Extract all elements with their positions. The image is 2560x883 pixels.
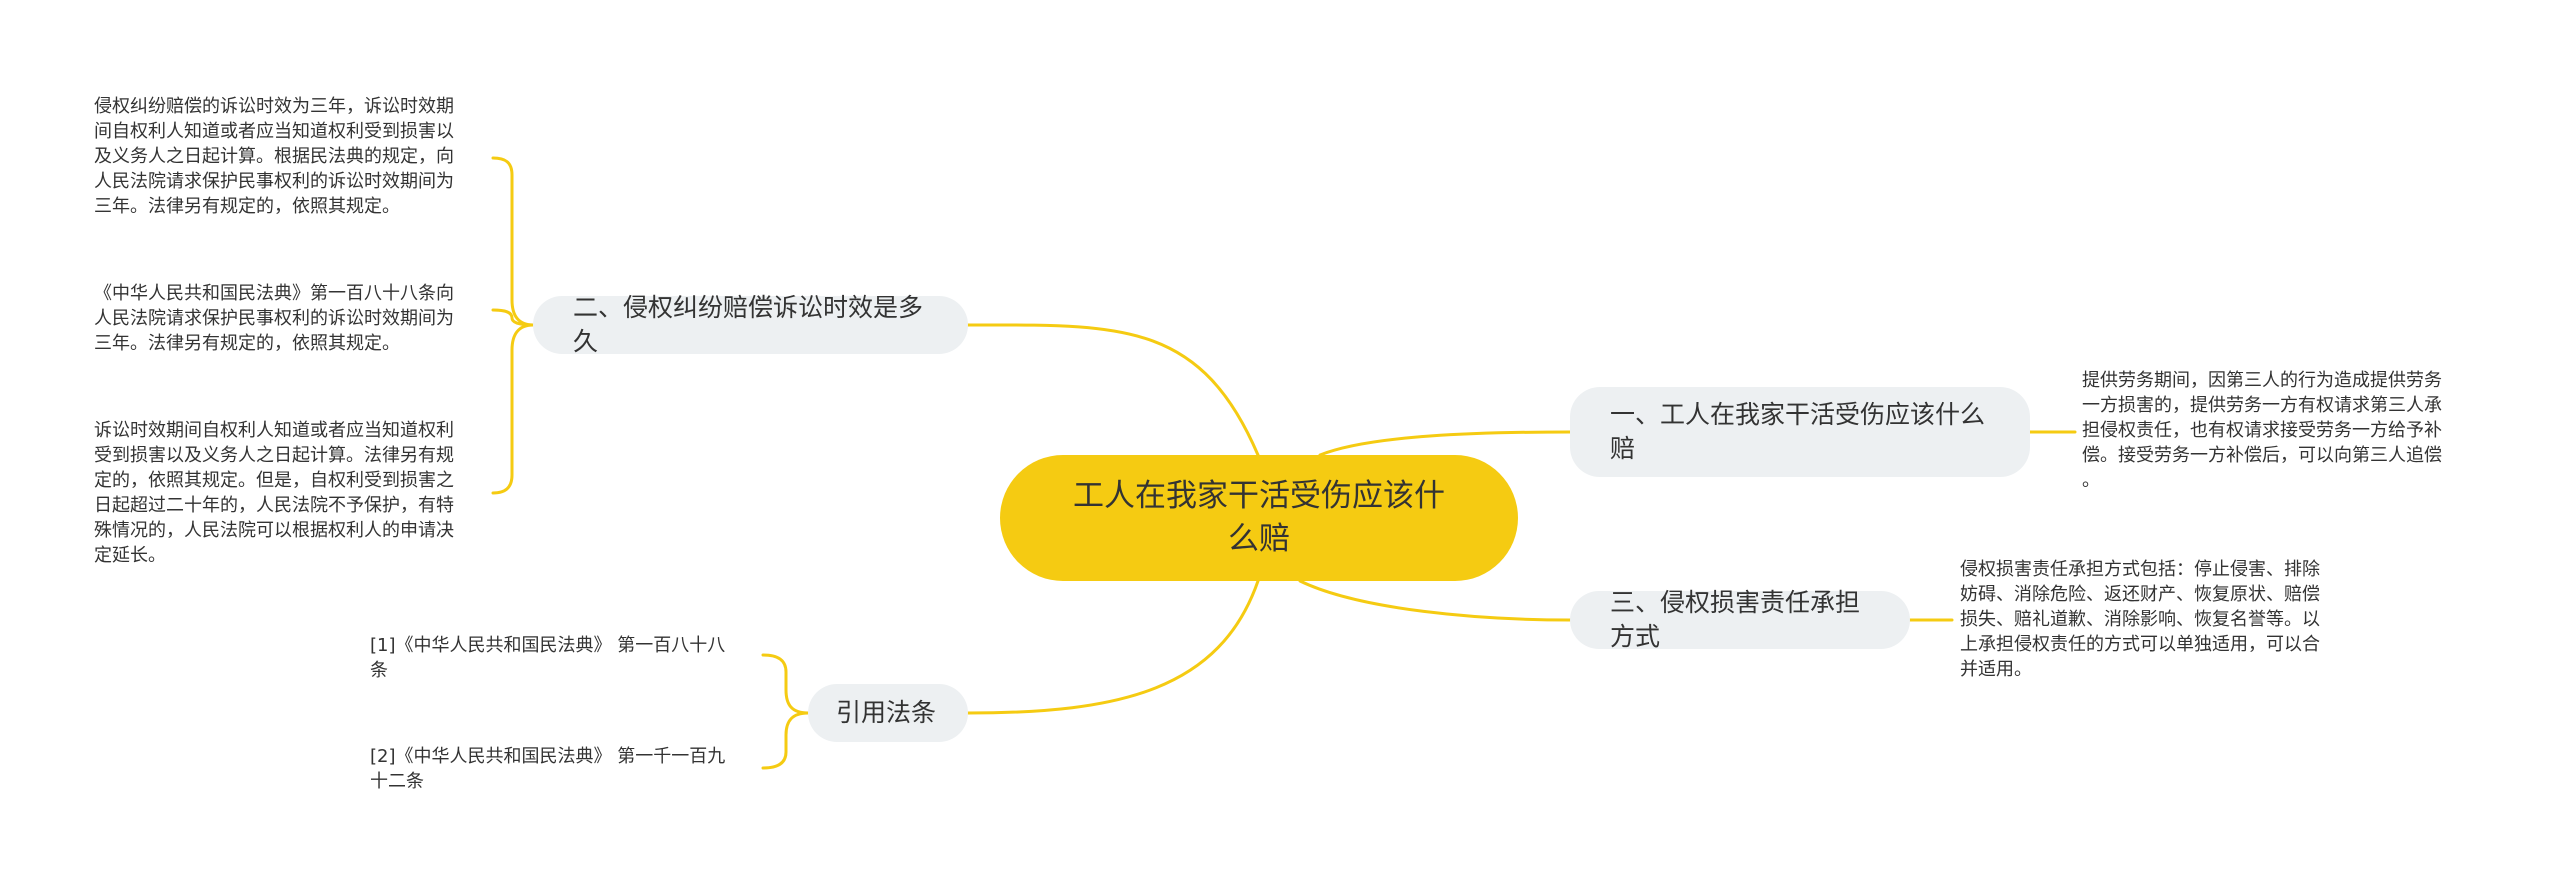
branch-node-3[interactable]: 三、侵权损害责任承担方式: [1570, 588, 1910, 651]
branch-node-2[interactable]: 二、侵权纠纷赔偿诉讼时效是多久: [533, 293, 968, 356]
leaf-b2-text-1: 侵权纠纷赔偿的诉讼时效为三年，诉讼时效期 间自权利人知道或者应当知道权利受到损害…: [94, 96, 454, 217]
leaf-b4-ref-1: [1]《中华人民共和国民法典》 第一百八十八 条: [370, 635, 726, 681]
connector-b2-bracket: [491, 156, 535, 327]
connector-root-b2: [966, 323, 1260, 457]
root-title: 工人在我家干活受伤应该什么赔: [1073, 478, 1445, 557]
connector-b4-bracket-up: [761, 653, 810, 715]
connector-b2-bracket-low: [491, 323, 535, 495]
branch-2-label: 二、侵权纠纷赔偿诉讼时效是多久: [573, 293, 924, 356]
branch-3-label: 三、侵权损害责任承担方式: [1610, 588, 1861, 651]
connector-root-b4: [966, 579, 1260, 715]
connector-b2-bracket-mid: [491, 308, 535, 327]
leaf-b1-text: 提供劳务期间，因第三人的行为造成提供劳务 一方损害的，提供劳务一方有权请求第三人…: [2082, 370, 2442, 491]
leaf-b2-text-2: 《中华人民共和国民法典》第一百八十八条向 人民法院请求保护民事权利的诉讼时效期间…: [94, 283, 454, 354]
branch-node-1[interactable]: 一、工人在我家干活受伤应该什么赔: [1570, 387, 2030, 477]
branch-4-label: 引用法条: [836, 698, 937, 727]
connector-root-b1: [1318, 430, 1572, 457]
leaf-b4-ref-2: [2]《中华人民共和国民法典》 第一千一百九 十二条: [370, 746, 726, 792]
branch-node-4[interactable]: 引用法条: [808, 684, 968, 742]
connector-b4-bracket-down: [761, 711, 810, 770]
branch-1-label: 一、工人在我家干活受伤应该什么赔: [1610, 400, 1986, 463]
root-node[interactable]: 工人在我家干活受伤应该什么赔: [1000, 455, 1518, 581]
connector-root-b3: [1298, 579, 1572, 622]
leaf-b3-text: 侵权损害责任承担方式包括：停止侵害、排除 妨碍、消除危险、返还财产、恢复原状、赔…: [1960, 559, 2320, 680]
leaf-b2-text-3: 诉讼时效期间自权利人知道或者应当知道权利 受到损害以及义务人之日起计算。法律另有…: [94, 420, 454, 566]
